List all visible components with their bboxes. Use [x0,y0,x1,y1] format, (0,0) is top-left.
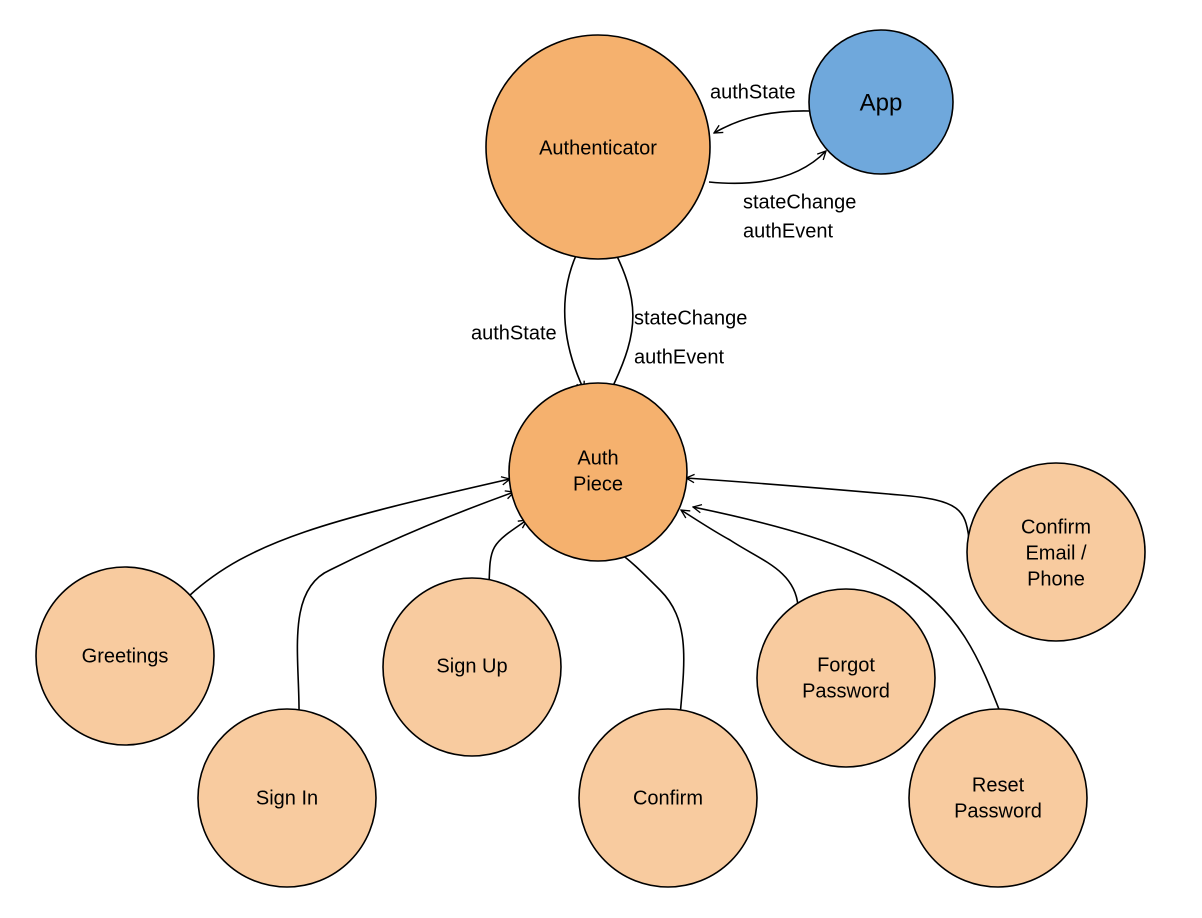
node-forgot-password-label-line1: Forgot [817,654,875,676]
node-sign-up: Sign Up [382,577,562,757]
node-app-label: App [860,89,903,116]
node-auth-piece: Auth Piece [508,382,688,562]
node-confirm-email-phone-label-line1: Confirm [1021,516,1091,538]
node-sign-up-circle [382,577,562,757]
edge-app-to-authenticator [714,110,811,133]
node-confirm-circle [578,708,758,888]
edge-label-piece-statechange: stateChange [634,307,747,329]
node-reset-password-label-line2: Password [954,800,1042,822]
node-sign-in: Sign In [197,708,377,888]
node-greetings-circle [35,566,215,746]
node-reset-password-label-line1: Reset [972,774,1025,796]
node-forgot-password-label-line2: Password [802,680,890,702]
node-sign-up-label: Sign Up [436,655,507,677]
node-sign-in-circle [197,708,377,888]
node-auth-piece-label-line1: Auth [577,447,618,469]
edge-reset-password-to-auth-piece [693,507,1003,718]
edge-forgot-password-to-auth-piece [681,510,799,607]
node-app-circle [808,29,954,175]
node-sign-in-label: Sign In [256,787,318,809]
node-confirm-email-phone-label-line2: Email / [1025,542,1087,564]
node-greetings: Greetings [35,566,215,746]
edge-authenticator-to-auth-piece [563,250,584,390]
node-auth-piece-circle [508,382,688,562]
node-confirm-email-phone-label-line3: Phone [1027,568,1085,590]
node-authenticator: Authenticator [485,34,711,260]
node-confirm: Confirm [578,708,758,888]
edge-greetings-to-auth-piece [188,479,510,597]
edge-authenticator-to-app [708,151,826,185]
edge-auth-piece-to-authenticator [610,244,634,389]
node-reset-password: Reset Password [908,708,1088,888]
edge-label-authenticator-statechange: stateChange [743,191,856,213]
node-confirm-label: Confirm [633,787,703,809]
node-forgot-password-circle [756,588,936,768]
edge-label-piece-authstate: authState [471,322,557,344]
edge-sign-in-to-auth-piece [296,492,514,717]
edge-confirm-to-auth-piece [613,548,685,717]
edge-label-piece-authevent: authEvent [634,346,725,368]
node-forgot-password: Forgot Password [756,588,936,768]
node-greetings-label: Greetings [82,645,169,667]
node-confirm-email-phone: Confirm Email / Phone [966,462,1146,642]
node-auth-piece-label-line2: Piece [573,473,623,495]
edge-label-app-authstate: authState [710,81,796,103]
edge-label-authenticator-authevent: authEvent [743,220,834,242]
node-app: App [808,29,954,175]
node-reset-password-circle [908,708,1088,888]
node-confirm-email-phone-circle [966,462,1146,642]
node-authenticator-label: Authenticator [539,137,657,159]
edge-confirm-email-to-auth-piece [686,478,970,539]
node-authenticator-circle [485,34,711,260]
edge-sign-up-to-auth-piece [488,520,527,588]
